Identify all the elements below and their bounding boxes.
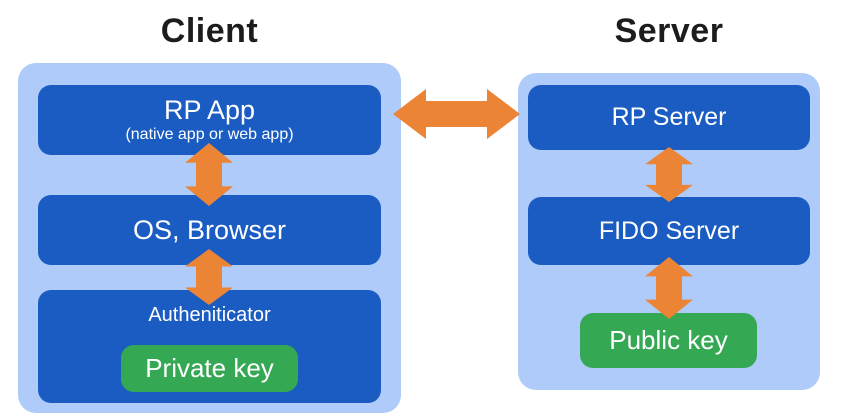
rp-app-sublabel: (native app or web app)	[125, 126, 294, 144]
server-panel: RP Server FIDO Server Public key	[518, 73, 820, 390]
fido-server-label: FIDO Server	[598, 216, 740, 245]
rp-server-box: RP Server	[528, 85, 810, 150]
public-key-label: Public key	[609, 325, 728, 355]
fido-server-box: FIDO Server	[528, 197, 810, 265]
rp-server-label: RP Server	[611, 103, 727, 132]
private-key-box: Private key	[121, 345, 298, 392]
client-server-arrow-icon	[393, 89, 520, 139]
authenticator-box: Autheniticator Private key	[38, 290, 381, 403]
fidoserver-publickey-arrow-icon	[645, 257, 693, 319]
os-browser-label: OS, Browser	[132, 214, 287, 245]
rpapp-osbrowser-arrow-icon	[185, 143, 233, 206]
rpserver-fidoserver-arrow-icon	[645, 147, 693, 202]
authenticator-label: Autheniticator	[148, 304, 271, 326]
public-key-box: Public key	[580, 313, 757, 368]
os-browser-box: OS, Browser	[38, 195, 381, 265]
server-title: Server	[614, 12, 724, 50]
private-key-label: Private key	[145, 353, 274, 383]
rp-app-box: RP App (native app or web app)	[38, 85, 381, 155]
client-panel: RP App (native app or web app) OS, Brows…	[18, 63, 401, 413]
rp-app-label: RP App	[163, 94, 256, 125]
client-title: Client	[160, 12, 259, 50]
osbrowser-authenticator-arrow-icon	[185, 249, 233, 305]
